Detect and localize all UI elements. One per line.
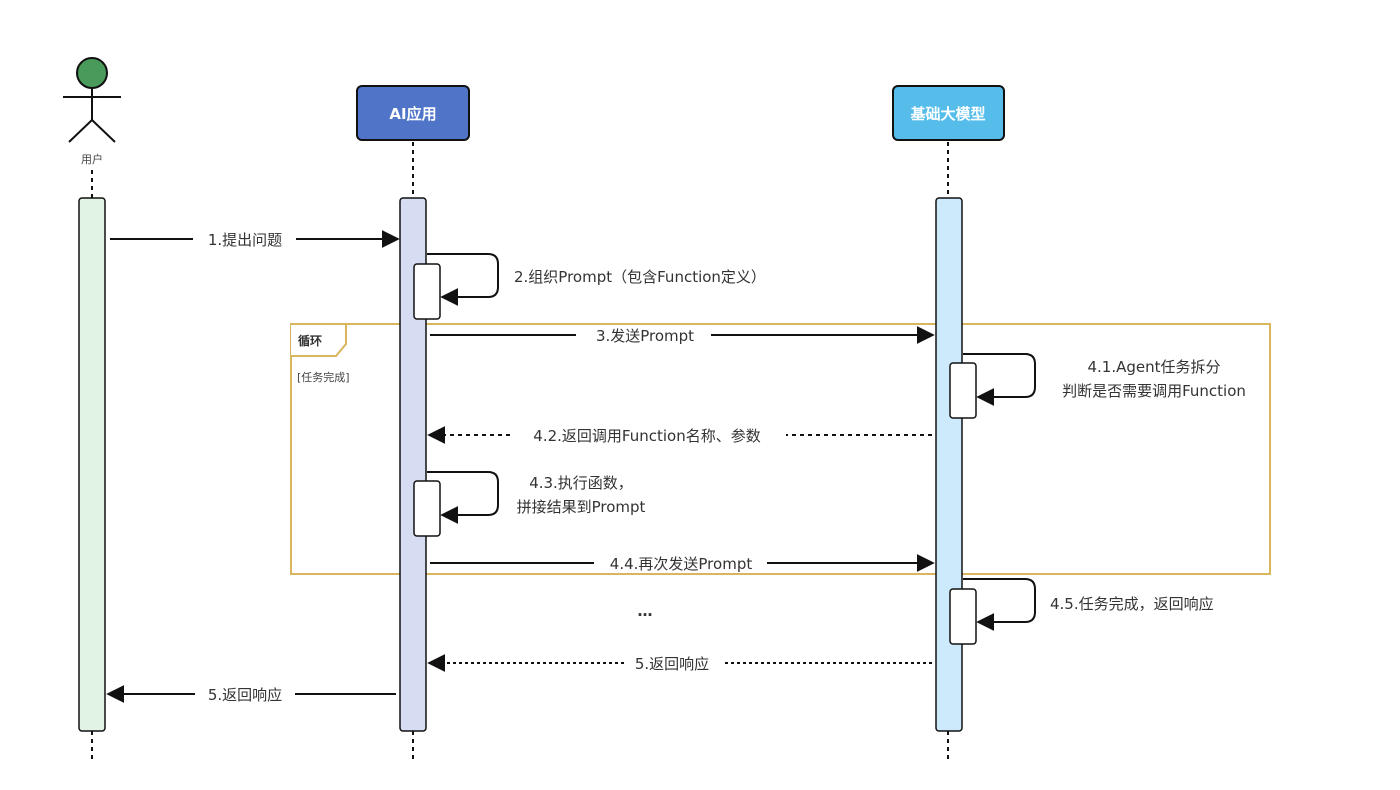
message-4-2-label: 4.2.返回调用Function名称、参数 xyxy=(533,427,760,445)
message-2[interactable]: 2.组织Prompt（包含Function定义） xyxy=(427,253,766,306)
participant-model[interactable]: 基础大模型 xyxy=(892,85,1005,141)
message-5-app-to-user[interactable]: 5.返回响应 xyxy=(106,685,396,704)
activation-user xyxy=(78,197,106,732)
participant-model-label: 基础大模型 xyxy=(909,105,985,123)
message-4-1-label-line2: 判断是否需要调用Function xyxy=(1062,382,1246,400)
message-5-model-to-app-label: 5.返回响应 xyxy=(635,655,709,673)
message-4-3[interactable]: 4.3.执行函数， 拼接结果到Prompt xyxy=(427,471,646,524)
participant-app-label: AI应用 xyxy=(389,105,436,123)
message-4-1-label-line1: 4.1.Agent任务拆分 xyxy=(1087,358,1220,376)
loop-frame: 循环 [任务完成] xyxy=(290,323,1271,575)
message-4-1[interactable]: 4.1.Agent任务拆分 判断是否需要调用Function xyxy=(963,353,1246,406)
activation-app xyxy=(399,197,427,732)
message-4-3-label-line1: 4.3.执行函数， xyxy=(529,474,633,492)
activation-app-nested-2 xyxy=(413,480,441,537)
message-5-model-to-app[interactable]: 5.返回响应 xyxy=(427,654,932,673)
participant-user[interactable]: 用户 xyxy=(63,57,121,166)
activation-model xyxy=(935,197,963,732)
message-4-4[interactable]: 4.4.再次发送Prompt xyxy=(430,554,935,573)
message-3-label: 3.发送Prompt xyxy=(596,327,694,345)
message-1-label: 1.提出问题 xyxy=(208,231,282,249)
lifelines xyxy=(91,142,949,760)
activation-model-nested-2 xyxy=(949,588,977,645)
message-4-3-label-line2: 拼接结果到Prompt xyxy=(517,498,646,516)
message-4-5[interactable]: 4.5.任务完成，返回响应 xyxy=(963,578,1214,631)
message-4-4-label: 4.4.再次发送Prompt xyxy=(610,555,753,573)
actor-head-icon xyxy=(76,57,108,89)
message-2-label: 2.组织Prompt（包含Function定义） xyxy=(514,268,766,286)
activation-model-nested-1 xyxy=(949,362,977,419)
loop-frame-tag: 循环 xyxy=(298,333,322,348)
message-3[interactable]: 3.发送Prompt xyxy=(430,326,935,345)
ellipsis: … xyxy=(638,602,653,620)
message-4-5-label: 4.5.任务完成，返回响应 xyxy=(1050,595,1214,613)
message-4-2[interactable]: 4.2.返回调用Function名称、参数 xyxy=(427,426,932,445)
loop-frame-tag-box xyxy=(291,323,347,357)
participant-app[interactable]: AI应用 xyxy=(356,85,470,141)
loop-frame-guard: [任务完成] xyxy=(297,370,350,384)
activation-app-nested-1 xyxy=(413,263,441,320)
message-5-app-to-user-label: 5.返回响应 xyxy=(208,686,282,704)
message-1[interactable]: 1.提出问题 xyxy=(110,230,400,249)
participant-user-label: 用户 xyxy=(81,152,103,166)
